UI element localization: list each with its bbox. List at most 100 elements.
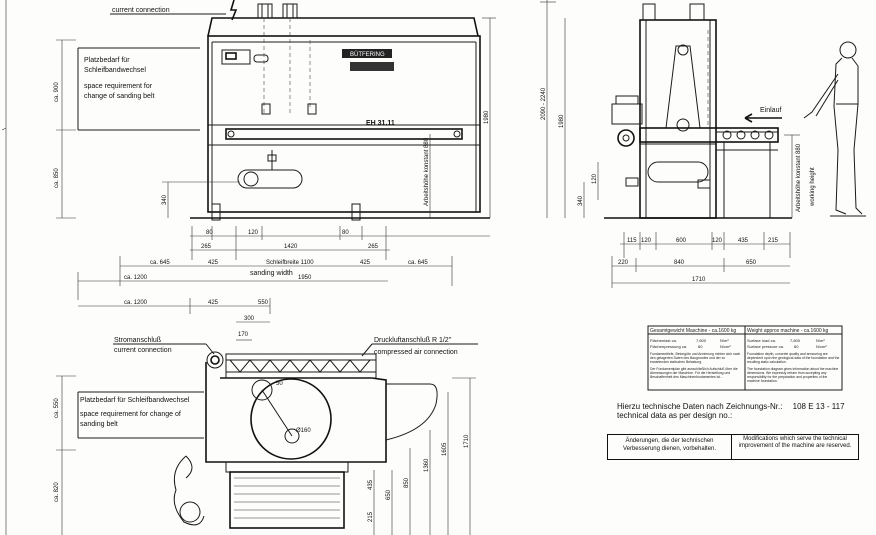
- dim-1420: 1420: [284, 244, 298, 250]
- dim-1710-top: 1710: [464, 434, 470, 448]
- dim-ca-820: ca. 820: [54, 482, 60, 502]
- motor: [611, 103, 643, 125]
- weight-row1-en: Surface load ca.: [747, 338, 776, 343]
- dim-650-top: 650: [386, 489, 392, 500]
- weight-note-en-1: Foundation depth, concrete quality and a…: [747, 352, 840, 365]
- dim-1605: 1605: [442, 442, 448, 456]
- infeed-arrow-icon: [744, 113, 753, 123]
- dim-645-left: ca. 645: [150, 260, 170, 266]
- space-req-top-en-1: space requirement for change of: [80, 411, 181, 418]
- dim-215-top: 215: [368, 511, 374, 522]
- infeed-label: Einlauf: [760, 107, 781, 114]
- power-connection-de: Stromanschluß: [114, 337, 161, 344]
- dim-1980-front: 1980: [484, 110, 490, 124]
- dim-diameter-160: Ø160: [296, 428, 311, 434]
- model-label: EH 31.11: [366, 120, 395, 127]
- dim-550-top: 550: [258, 300, 269, 306]
- dim-ca-550: ca. 550: [54, 398, 60, 418]
- dim-120-front: 120: [248, 230, 259, 236]
- machine-top-cover: [207, 17, 479, 37]
- dim-80-left: 80: [206, 230, 213, 236]
- dim-80-right: 80: [342, 230, 349, 236]
- dim-1360: 1360: [424, 458, 430, 472]
- weight-row1-unit-de: N/m²: [720, 338, 729, 343]
- dim-650-side: 650: [746, 260, 757, 266]
- disclaimer-en: Modifications which serve the technical …: [738, 436, 852, 449]
- dim-sanding-width-en: sanding width: [250, 270, 293, 277]
- dim-1710-side: 1710: [692, 277, 706, 283]
- dim-425-right: 425: [360, 260, 371, 266]
- weight-table: Gesamtgewicht Maschine - ca.1600 kg Weig…: [647, 325, 843, 391]
- dim-ca-850: ca. 850: [54, 168, 60, 188]
- air-connection-en: compressed air connection: [374, 349, 458, 356]
- infeed-conveyor: [639, 127, 779, 143]
- dim-435-side: 435: [738, 238, 749, 244]
- dim-600: 600: [676, 238, 687, 244]
- weight-row1-val-en: 7,600: [790, 338, 801, 343]
- brand-plate: [342, 49, 392, 58]
- dim-850-top: 850: [404, 477, 410, 488]
- weight-note-en-2: The foundation diagram gives information…: [747, 366, 839, 384]
- dim-340-side: 340: [578, 195, 584, 206]
- machine-body-top: [205, 362, 387, 463]
- weight-note-en: Foundation depth, concrete quality and a…: [747, 352, 840, 383]
- operator-figure: [803, 41, 866, 217]
- space-req-de-1: Platzbedarf für: [84, 57, 130, 64]
- weight-row2-unit-en: N/cm²: [816, 344, 827, 349]
- dim-300-top: 300: [244, 316, 255, 322]
- weight-row2-en: Surface pressure ca.: [747, 344, 784, 349]
- dim-120-side-a: 120: [641, 238, 652, 244]
- space-req-en-2: change of sanding belt: [84, 93, 154, 100]
- conveyor-table: [225, 128, 463, 140]
- weight-row2-val-de: 60: [698, 344, 703, 349]
- tech-data-de: Hierzu technische Daten nach Zeichnungs-…: [617, 402, 783, 411]
- dim-215-side: 215: [768, 238, 779, 244]
- weight-note-de-2: Der Fundamentplan gibt ausschließlich Au…: [650, 366, 738, 380]
- operator-top: [173, 455, 205, 526]
- weight-note-de: Fundamenttiefe, Betongüte und Armierung …: [650, 352, 743, 379]
- space-req-top-de: Platzbedarf für Schleifbandwechsel: [80, 397, 190, 404]
- working-height-side-de: Arbeitshöhe konstant 880: [796, 143, 802, 212]
- space-req-de-2: Schleifbandwechsel: [84, 67, 146, 74]
- working-height-front: Arbeitshöhe konstant 880: [424, 137, 430, 206]
- disclaimer-box: Änderungen, die der technischen Verbesse…: [607, 434, 859, 460]
- dim-ca-900: ca. 900: [54, 82, 60, 102]
- dim-840: 840: [674, 260, 685, 266]
- dim-425-left: 425: [208, 260, 219, 266]
- weight-note-de-1: Fundamenttiefe, Betongüte und Armierung …: [650, 352, 741, 365]
- pneumatic-cylinder: [243, 171, 259, 187]
- weight-row2-val-en: 60: [794, 344, 799, 349]
- dim-425-top: 425: [208, 300, 219, 306]
- dim-645-right: ca. 645: [408, 260, 428, 266]
- power-connection-en: current connection: [114, 347, 172, 354]
- current-connection-front: current connection: [112, 7, 170, 14]
- power-inlet-top: [206, 351, 224, 369]
- dim-340-front: 340: [162, 194, 168, 205]
- side-view: 2090 - 2240 1980 120 340 Einl: [540, 0, 866, 288]
- dim-1980-side: 1980: [559, 114, 565, 128]
- dim-120-side-b: 120: [712, 238, 723, 244]
- space-req-en-1: space requirement for: [84, 83, 153, 90]
- weight-row1-val-de: 7,600: [696, 338, 707, 343]
- dim-120-side-v: 120: [592, 173, 598, 184]
- dim-1950: 1950: [298, 275, 312, 281]
- dim-sanding-width-de: Schleifbreite 1100: [266, 260, 314, 266]
- control-panel: [221, 49, 251, 65]
- sanding-belt-side: [665, 45, 701, 129]
- space-req-top-en-2: sanding belt: [80, 421, 118, 428]
- drawing-number: 108 E 13 - 117: [792, 402, 845, 411]
- dim-2090-2240: 2090 - 2240: [541, 87, 547, 120]
- top-view: ca. 1200 425 550 300 170 50 Ø160: [54, 298, 478, 535]
- front-view: BÜTFERING EH 31.11 Platzbedarf für Schle…: [54, 0, 496, 300]
- weight-row1-unit-en: N/m²: [816, 338, 825, 343]
- tech-data-block: Hierzu technische Daten nach Zeichnungs-…: [617, 402, 845, 420]
- dim-50: 50: [276, 381, 283, 387]
- dim-220: 220: [618, 260, 629, 266]
- dim-265-left: 265: [201, 244, 212, 250]
- sanding-drum-top: [250, 378, 332, 460]
- weight-header-de: Gesamtgewicht Maschine - ca.1600 kg: [650, 328, 736, 334]
- dim-435-top: 435: [368, 479, 374, 490]
- weight-row2-de: Flächenpressung ca.: [650, 344, 687, 349]
